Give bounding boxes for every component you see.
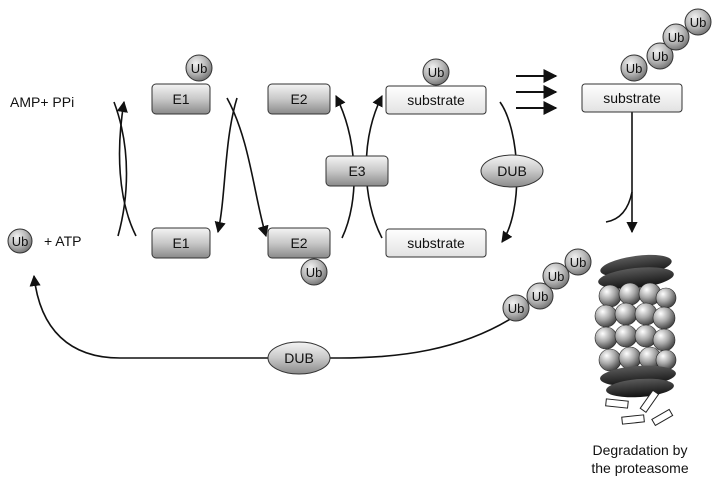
- fragment-2: [639, 389, 660, 414]
- plus-atp-label: + ATP: [44, 233, 81, 249]
- substrate-bottom-label: substrate: [407, 235, 465, 251]
- released-ub-3: Ub: [548, 269, 565, 284]
- free-ub-label: Ub: [12, 234, 29, 249]
- substrate-bottom-box: substrate: [385, 228, 487, 258]
- arrow-dub-return: [29, 274, 513, 359]
- substrate-top-ub: Ub: [422, 58, 450, 86]
- arrow-lines: [29, 94, 638, 359]
- e3-box: E3: [325, 155, 389, 187]
- poly-ub-4: Ub: [690, 15, 707, 30]
- e1-bottom-box: E1: [151, 227, 211, 259]
- multi-step-arrows: [516, 69, 558, 115]
- fragment-1: [605, 398, 629, 409]
- substrate-poly-box: substrate: [581, 83, 683, 113]
- e2-bottom-box: E2: [267, 227, 331, 259]
- arrow-e1top-to-e1bot: [214, 97, 238, 234]
- arrow-side-curve: [605, 191, 633, 223]
- free-ubiquitin: Ub: [7, 228, 33, 254]
- e2-top-label: E2: [290, 91, 307, 107]
- e1-bottom-label: E1: [172, 235, 189, 251]
- proteasome-illustration: [594, 254, 677, 398]
- degradation-caption-line2: the proteasome: [591, 460, 688, 476]
- e2-bottom-label: E2: [290, 235, 307, 251]
- e2-top-box: E2: [267, 83, 331, 115]
- dub-right-ellipse: DUB: [480, 154, 544, 188]
- substrate-top-box: substrate: [385, 85, 487, 115]
- poly-ub-3: Ub: [668, 30, 685, 45]
- substrate-poly-label: substrate: [603, 90, 661, 106]
- e1-top-ub: Ub: [185, 54, 213, 82]
- poly-ub-2: Ub: [652, 49, 669, 64]
- degradation-caption-line1: Degradation by: [593, 442, 688, 458]
- e1-top-label: E1: [172, 91, 189, 107]
- e1-ub-label: Ub: [191, 61, 208, 76]
- released-ub-1: Ub: [508, 301, 525, 316]
- e1-top-box: E1: [151, 83, 211, 115]
- e2-bottom-ub: Ub: [300, 258, 328, 286]
- released-ub-2: Ub: [532, 289, 549, 304]
- polyubiquitin-chain-released: Ub Ub Ub Ub: [502, 248, 592, 322]
- arrow-atp-to-e1: [113, 101, 128, 237]
- dub-bottom-ellipse: DUB: [267, 341, 331, 375]
- substrate-ub-label: Ub: [428, 65, 445, 80]
- substrate-top-label: substrate: [407, 92, 465, 108]
- e3-label: E3: [348, 163, 365, 179]
- arrow-e1-to-amp: [116, 100, 137, 237]
- fragment-3: [621, 414, 645, 425]
- dub-bottom-label: DUB: [284, 350, 314, 366]
- fragment-4: [651, 408, 674, 427]
- arrow-e1-to-e2: [226, 97, 269, 238]
- polyubiquitin-chain-top: Ub Ub Ub Ub: [620, 8, 712, 82]
- poly-ub-1: Ub: [626, 61, 643, 76]
- peptide-fragments: [605, 389, 674, 427]
- released-ub-4: Ub: [570, 255, 587, 270]
- dub-right-label: DUB: [497, 163, 527, 179]
- amp-ppi-label: AMP+ PPi: [10, 94, 74, 110]
- e2-ub-label: Ub: [306, 265, 323, 280]
